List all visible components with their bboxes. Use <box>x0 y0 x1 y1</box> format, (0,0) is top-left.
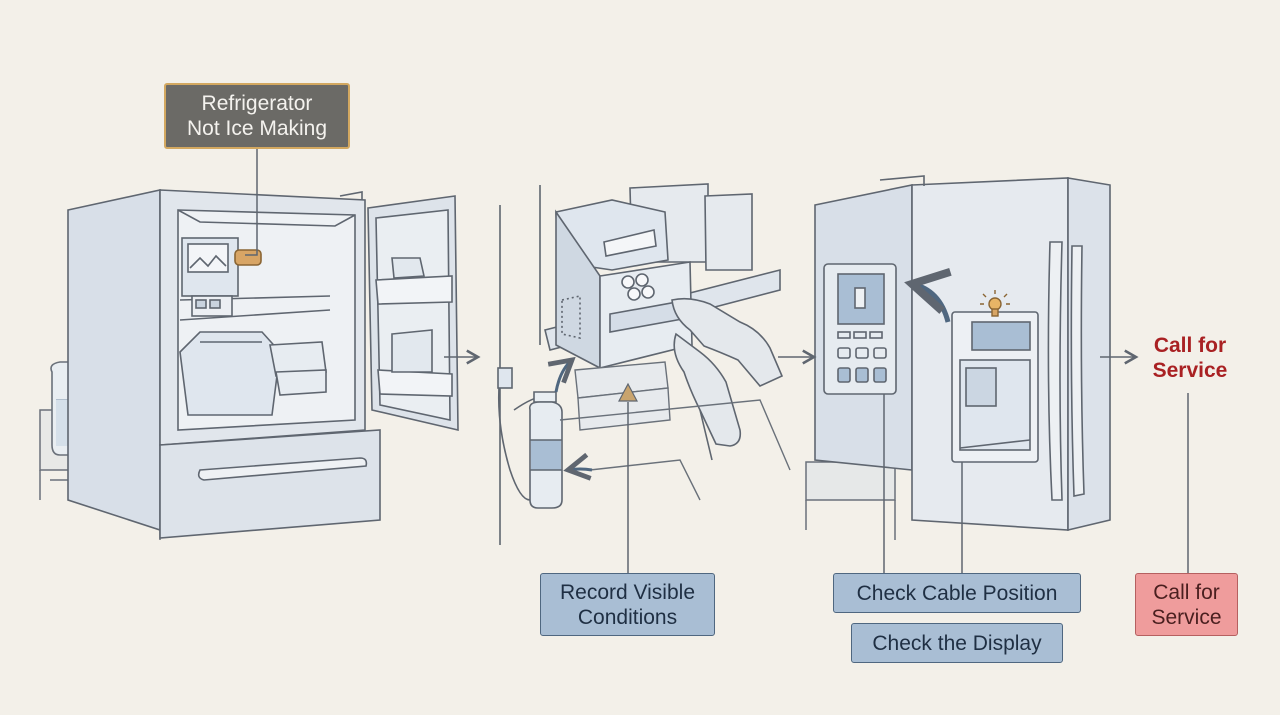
scene-2-floor <box>559 361 791 501</box>
call-service-label: Call for Service <box>1135 573 1238 636</box>
arrow-left-filter <box>563 452 593 481</box>
gloved-hand-icon <box>671 297 784 461</box>
record-conditions-label: Record Visible Conditions <box>540 573 715 636</box>
refrigerator-icon <box>67 189 459 539</box>
counter-right <box>805 461 896 540</box>
start-label: Refrigerator Not Ice Making <box>164 83 350 149</box>
call-service-callout: Call for Service <box>1152 334 1228 382</box>
control-panel-icon <box>823 263 897 395</box>
arrow-up-filter <box>547 356 576 393</box>
water-filter-icon <box>497 367 563 509</box>
water-dispenser-icon <box>951 311 1039 463</box>
check-cable-label: Check Cable Position <box>833 573 1081 613</box>
light-bulb-icon <box>980 290 1010 317</box>
leader-start <box>245 149 258 256</box>
curved-arrow <box>904 267 952 323</box>
check-display-label: Check the Display <box>851 623 1063 663</box>
ice-maker-icon <box>555 199 693 370</box>
arrow-up-tan <box>618 382 638 402</box>
